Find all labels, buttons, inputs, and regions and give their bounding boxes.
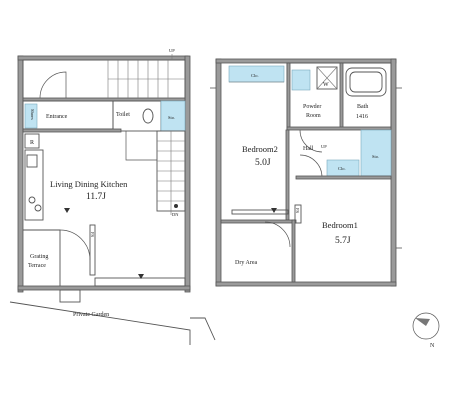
f2-closet-small-label: Clo.	[338, 166, 346, 171]
f2-wall-top	[215, 58, 397, 64]
f2-bath-label: Bath	[357, 104, 368, 110]
f2-wall-bed1-top	[295, 175, 392, 180]
f1-ldk-partition	[125, 131, 157, 161]
f1-stair-up-label: UP	[169, 48, 175, 53]
f2-bathtub	[345, 67, 387, 97]
f1-grating-line1: Grating	[30, 254, 48, 260]
f2-wall-hall-top	[286, 126, 392, 131]
f2-storage-label: Sto.	[372, 154, 379, 159]
f1-storage	[160, 100, 186, 132]
f1-shoes-label: Shoes	[30, 109, 35, 120]
f2-ps-box	[294, 204, 302, 224]
f1-stair-ldk	[156, 130, 186, 215]
f2-dry-area-label: Dry Area	[235, 260, 257, 266]
f1-entrance-door	[39, 71, 67, 99]
f1-kitchen-counter	[24, 149, 44, 221]
f1-fridge	[24, 133, 40, 149]
f2-washer-label: W	[323, 82, 329, 88]
f1-ps-box	[89, 224, 96, 276]
f1-wall-bottom	[17, 285, 191, 291]
f2-bedroom1-label: Bedroom1	[322, 220, 358, 230]
f1-wall-right	[184, 55, 191, 293]
f1-entrance-label: Entrance	[46, 114, 68, 120]
f1-window-bottom	[94, 277, 186, 287]
floor-2-plan: Clo. W Powder Room Bath 1416 Bedroom2 5.…	[210, 58, 402, 287]
f2-bedroom2-size: 5.0J	[255, 158, 271, 168]
f1-ldk-label: Living Dining Kitchen	[50, 179, 128, 189]
f2-wall-bottom	[215, 281, 397, 287]
f2-storage	[360, 129, 392, 177]
f2-wall-wet-left	[286, 62, 291, 130]
f1-shoe-storage	[24, 103, 38, 129]
f1-ldk-size: 11.7J	[86, 192, 106, 202]
f2-closet-top-label: Clo.	[251, 73, 259, 78]
f2-powder-line1: Powder	[303, 104, 321, 110]
f1-storage-label: Sto.	[168, 115, 175, 120]
f1-stove-1	[28, 196, 36, 204]
f1-sink	[26, 154, 38, 168]
f2-dry-door	[264, 221, 291, 248]
floor-1-plan: Entrance Shoes Toilet Sto. R Living Dini…	[9, 48, 216, 345]
f2-bath-size: 1416	[356, 114, 368, 120]
f1-ps-label: PS	[90, 232, 95, 238]
f2-hall-up-label: UP	[321, 144, 327, 149]
f2-hall-label: Hall	[303, 146, 314, 152]
f1-toilet-bowl	[142, 108, 154, 124]
f1-wall-top	[17, 55, 189, 61]
f1-wall-left	[17, 55, 24, 293]
f2-powder-line2: Room	[306, 113, 321, 119]
f2-hall-door	[299, 129, 323, 153]
f2-bedroom1-size: 5.7J	[335, 236, 351, 246]
f1-garden-gate	[190, 317, 216, 341]
f2-wall-bed2-right	[285, 129, 290, 221]
compass-ring	[412, 312, 440, 340]
f1-fridge-mark: R	[30, 140, 34, 146]
f1-garden-boundary	[9, 301, 191, 345]
f2-bedroom2-label: Bedroom2	[242, 144, 278, 154]
f2-washer	[316, 66, 338, 90]
f2-marker	[271, 208, 277, 213]
f2-wall-bath	[339, 62, 344, 130]
f2-wall-right	[390, 58, 397, 287]
f1-garden-step	[59, 289, 81, 303]
f2-basin	[291, 69, 311, 91]
f1-garden-label: Private Garden	[73, 312, 109, 318]
f1-grating-line2: Terrace	[28, 263, 46, 269]
f1-stair-dn-label: DN	[172, 212, 179, 217]
f1-marker-1	[64, 208, 70, 213]
f1-toilet-label: Toilet	[116, 112, 130, 118]
f1-wall-ldk-top	[22, 128, 122, 133]
f2-wall-left	[215, 58, 222, 287]
f1-stove-2	[34, 204, 42, 212]
f2-bedroom1-door-arc	[299, 154, 323, 178]
f2-bed2-bottom	[231, 209, 289, 215]
f1-marker-2	[138, 274, 144, 279]
f1-stair-upper	[107, 54, 185, 98]
f1-stair-dot	[174, 204, 178, 208]
f1-terrace-door	[59, 229, 91, 261]
compass: N	[412, 312, 440, 349]
f2-wall-dry-top	[220, 219, 297, 224]
compass-north-label: N	[430, 343, 435, 349]
f2-wall-dry-right	[291, 219, 296, 283]
f2-ps-label: PS	[295, 208, 300, 214]
